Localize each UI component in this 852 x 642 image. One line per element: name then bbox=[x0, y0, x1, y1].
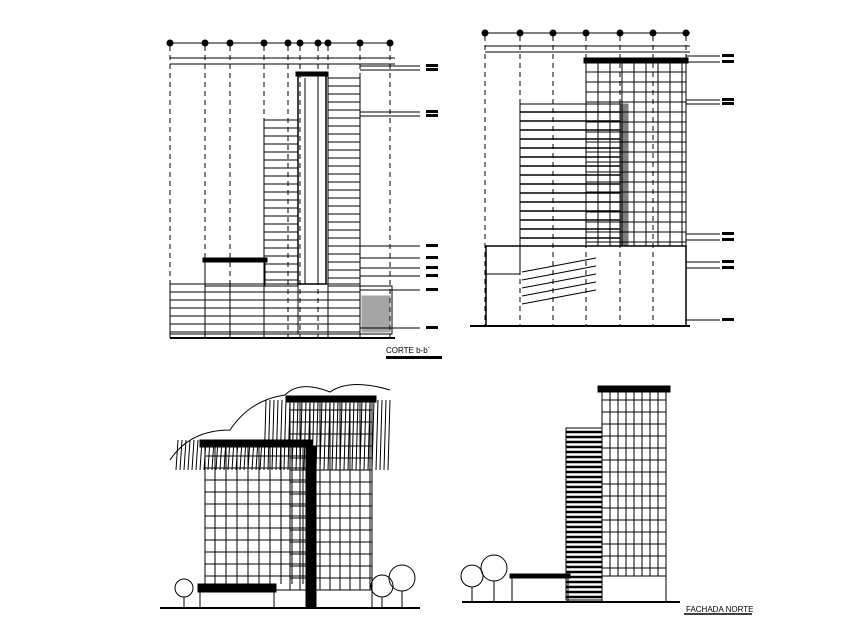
parking-ramps bbox=[521, 257, 597, 305]
hatch-line bbox=[191, 439, 195, 471]
grid-axis-bubble bbox=[386, 39, 394, 47]
level-markers bbox=[686, 54, 734, 321]
level-tag bbox=[426, 288, 438, 291]
hatch-line bbox=[279, 399, 283, 471]
tree-icon bbox=[460, 564, 484, 588]
hatch-line bbox=[183, 439, 187, 471]
tree-icon bbox=[480, 554, 508, 582]
grid-axis-bubble bbox=[616, 29, 624, 37]
hatch-line bbox=[375, 399, 379, 471]
grid-axis-bubble bbox=[582, 29, 590, 37]
grid-axis-bubble bbox=[649, 29, 657, 37]
grid-axis-bubble bbox=[516, 29, 524, 37]
level-tag bbox=[722, 238, 734, 241]
level-markers bbox=[360, 64, 438, 329]
level-tag bbox=[722, 260, 734, 263]
north-facade-drawing bbox=[460, 385, 752, 615]
grid-axis-bubble bbox=[201, 39, 209, 47]
hatch-line bbox=[263, 399, 267, 471]
level-tag bbox=[722, 266, 734, 269]
level-tag bbox=[426, 256, 438, 259]
hatch-line bbox=[187, 439, 191, 471]
ramp-line bbox=[521, 273, 597, 289]
level-tag bbox=[722, 54, 734, 57]
hatch-line bbox=[383, 399, 387, 471]
hatch-line bbox=[267, 399, 271, 471]
ramp-line bbox=[521, 289, 597, 305]
tree-icons bbox=[460, 554, 508, 602]
grid-axis-bubble bbox=[284, 39, 292, 47]
grid-axis-bubble bbox=[356, 39, 364, 47]
facade-stripes bbox=[566, 430, 602, 599]
curtain-wall-grid bbox=[602, 392, 666, 576]
grid-axes bbox=[166, 39, 394, 47]
ramp-line bbox=[521, 257, 597, 273]
level-tag bbox=[426, 64, 438, 67]
grid-axis-bubble bbox=[166, 39, 174, 47]
level-tag bbox=[426, 244, 438, 247]
curtain-wall-grid bbox=[290, 402, 372, 590]
grid-dashed-lines bbox=[169, 46, 391, 338]
level-tag bbox=[722, 232, 734, 235]
level-tag bbox=[426, 68, 438, 71]
hatch-line bbox=[179, 439, 183, 471]
level-tag bbox=[426, 274, 438, 277]
floor-slabs bbox=[520, 111, 620, 239]
level-tag bbox=[426, 326, 438, 329]
floor-lines bbox=[264, 127, 298, 281]
ramp-line bbox=[521, 281, 597, 297]
hatch-line bbox=[283, 399, 287, 471]
tree-icons bbox=[174, 564, 416, 608]
hatch-line bbox=[195, 439, 199, 471]
section-drawing-2 bbox=[470, 29, 734, 327]
grid-axes bbox=[481, 29, 690, 37]
hatch-line bbox=[387, 399, 391, 471]
level-tag bbox=[426, 114, 438, 117]
tree-icon bbox=[174, 578, 194, 598]
grid-axis-bubble bbox=[324, 39, 332, 47]
section-label: CORTE b-b´ bbox=[386, 346, 430, 355]
hatch-line bbox=[175, 439, 179, 471]
hatch-line bbox=[271, 399, 275, 471]
grid-axis-bubble bbox=[314, 39, 322, 47]
level-tag bbox=[426, 266, 438, 269]
level-tag bbox=[722, 98, 734, 101]
floor-lines bbox=[328, 85, 360, 279]
grid-axis-bubble bbox=[296, 39, 304, 47]
section-b-b-drawing bbox=[166, 39, 442, 359]
curtain-wall-grid bbox=[586, 63, 686, 246]
grid-dashed-lines bbox=[484, 36, 687, 326]
grid-axis-bubble bbox=[260, 39, 268, 47]
tree-icon bbox=[370, 574, 394, 598]
grid-axis-bubble bbox=[549, 29, 557, 37]
hatch-line bbox=[379, 399, 383, 471]
grid-axis-bubble bbox=[481, 29, 489, 37]
tree-icon bbox=[388, 564, 416, 592]
podium-floors bbox=[170, 284, 360, 334]
level-tag bbox=[722, 60, 734, 63]
level-tag bbox=[426, 110, 438, 113]
grid-axis-bubble bbox=[226, 39, 234, 47]
elevation-perspective-drawing bbox=[160, 383, 420, 609]
hatch-line bbox=[275, 399, 279, 471]
curtain-wall-grid bbox=[205, 447, 306, 584]
grid-axis-bubble bbox=[682, 29, 690, 37]
ramp-line bbox=[521, 265, 597, 281]
level-tag bbox=[722, 102, 734, 105]
facade-label: FACHADA NORTE bbox=[686, 605, 753, 614]
level-tag bbox=[722, 318, 734, 321]
